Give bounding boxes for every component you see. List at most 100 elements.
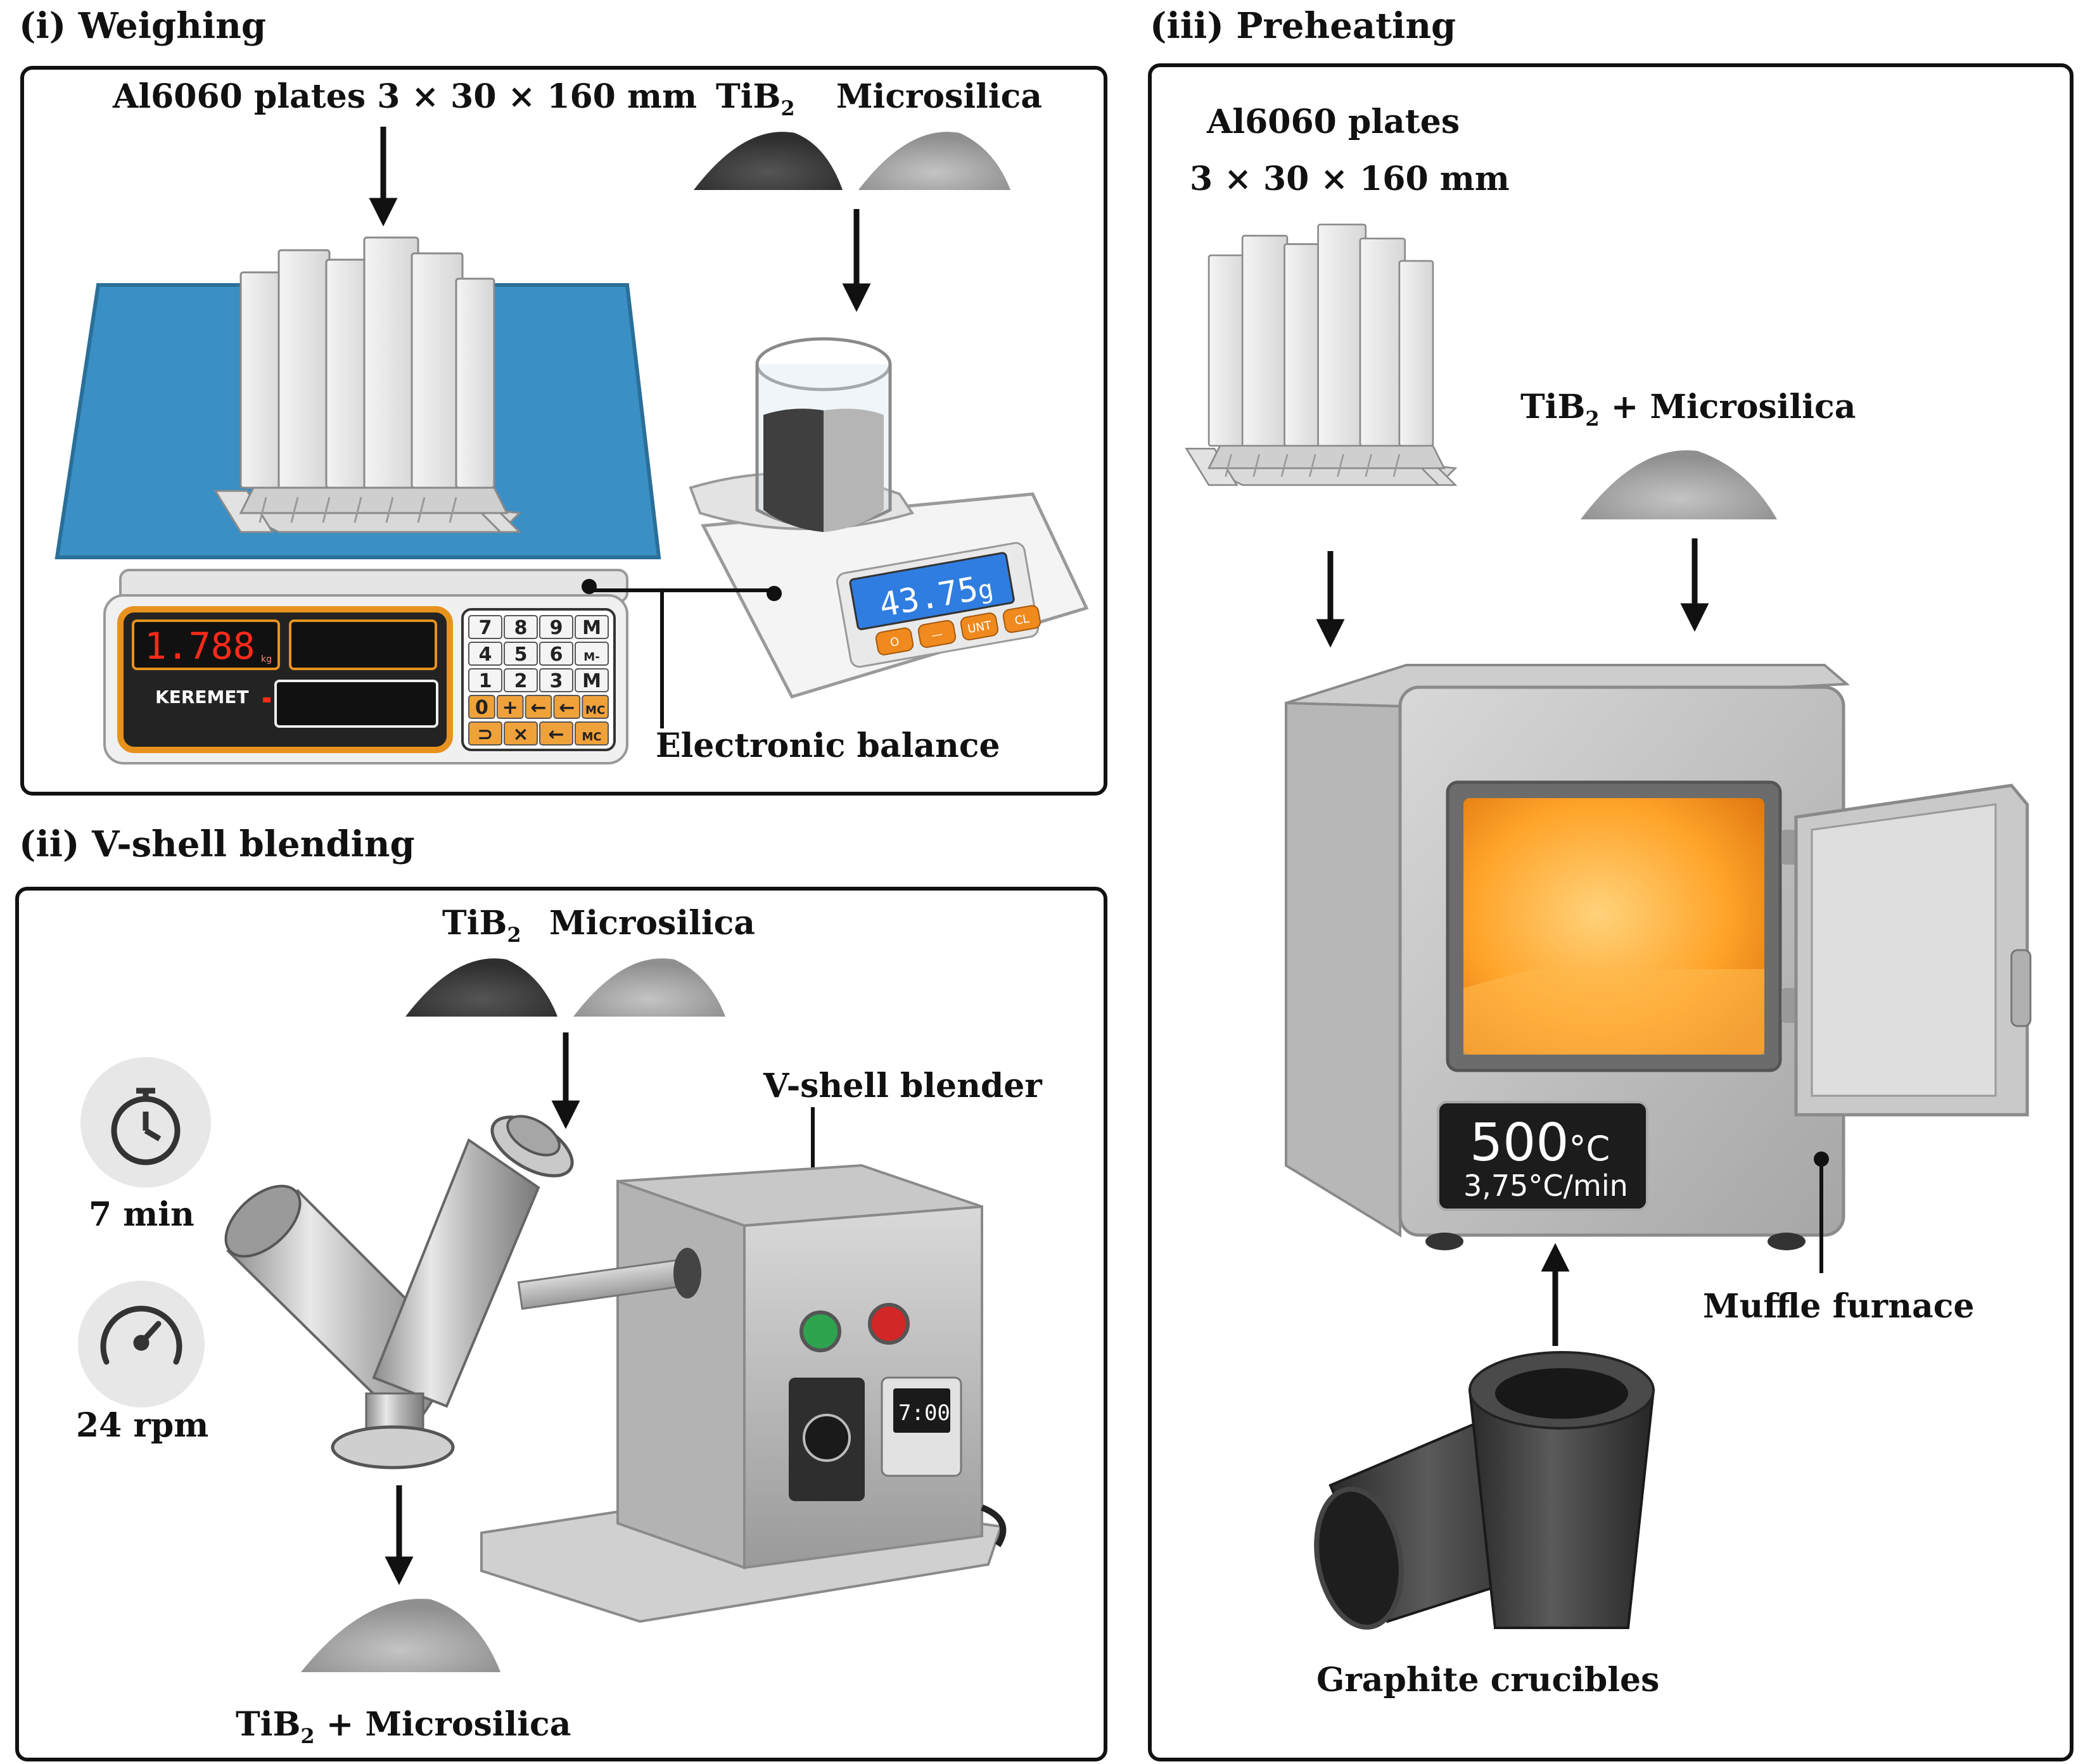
keypad-key[interactable] [539, 721, 573, 746]
panel-blending-title: (ii) V-shell blending [19, 823, 415, 865]
weighing-powder-b-label: Microsilica [836, 77, 1042, 116]
furnace-foot-left [1425, 1233, 1463, 1250]
keypad-key-label: × [513, 723, 528, 746]
keypad-key[interactable] [468, 615, 502, 639]
keypad-key[interactable] [539, 668, 573, 692]
scale-red-indicator [263, 697, 271, 702]
lab-balance-button[interactable] [875, 627, 914, 656]
panel-weighing-frame [20, 66, 1107, 796]
weighing-powder-a-label: TiB2 [716, 77, 795, 120]
furnace-heating-rate: 3,75°C/min [1463, 1169, 1628, 1203]
keypad-key-label: ← [530, 697, 546, 719]
keypad-key-label: ← [559, 697, 575, 719]
preheating-plates-line2: 3 × 30 × 160 mm [1190, 160, 1510, 198]
keypad-key[interactable] [468, 642, 502, 666]
furnace-door-inner [1811, 803, 1997, 1097]
keypad-key[interactable] [504, 642, 538, 666]
shaft-collar [673, 1248, 701, 1298]
keypad-key[interactable] [468, 695, 495, 719]
blender-start-button[interactable] [799, 1310, 841, 1352]
keypad-key-label: 0 [475, 697, 488, 719]
keypad-key[interactable] [496, 695, 524, 719]
keypad-key-label: 3 [550, 670, 563, 692]
keypad-key[interactable] [468, 721, 502, 746]
preheating-plate-stack [1185, 223, 1456, 486]
beaker-microsilica-fill [824, 409, 884, 532]
blender-housing-side [616, 1179, 746, 1570]
keypad-key-label: 7 [479, 617, 492, 639]
keypad-key-label: 9 [550, 617, 563, 639]
weighing-plates-label: Al6060 plates 3 × 30 × 160 mm [112, 77, 697, 116]
v-shell-blender-label: V-shell blender [763, 1067, 1042, 1105]
furnace-hinge-bottom [1781, 988, 1798, 1023]
weighing-plate-stack [214, 236, 521, 533]
keypad-key[interactable] [575, 642, 609, 666]
blender-timer-screen [893, 1388, 950, 1433]
blending-tib2-powder-pile [405, 958, 557, 1017]
keypad-key-label: 8 [514, 617, 528, 639]
furnace-hinge-top [1781, 830, 1798, 865]
scale-led-value: 1.788 [144, 625, 255, 668]
keypad-key[interactable] [468, 668, 502, 692]
v-shell-right-arm [372, 1138, 540, 1408]
lab-balance-lcd [849, 552, 1015, 630]
keypad-key[interactable] [504, 721, 538, 746]
keypad-key[interactable] [504, 615, 538, 639]
blended-powder-pile [301, 1599, 500, 1672]
preheating-powder-label: TiB2 + Microsilica [1520, 388, 1856, 431]
blender-timer-display: 7:00 [898, 1400, 950, 1426]
furnace-side [1285, 701, 1401, 1238]
furnace-door-handle[interactable] [2010, 949, 2032, 1027]
keypad-key-label: 2 [514, 670, 528, 692]
weighing-microsilica-powder-pile [858, 132, 1010, 190]
blending-powder-b-label: Microsilica [549, 904, 755, 942]
scale-led-unit: kg [261, 654, 272, 664]
graphite-crucible-front-opening [1495, 1368, 1628, 1419]
scale-lower-display [274, 680, 438, 728]
keypad-key[interactable] [504, 668, 538, 692]
keypad-key[interactable] [539, 615, 573, 639]
keypad-key-label: 5 [514, 644, 528, 666]
graphite-crucible-back-mouth [1314, 1487, 1404, 1630]
keypad-key-label: 6 [550, 644, 563, 666]
keypad-key-label: M [582, 670, 601, 692]
v-shell-left-opening [224, 1184, 302, 1258]
panel-weighing-title: (i) Weighing [19, 5, 266, 47]
blender-speed-dial[interactable] [803, 1414, 851, 1462]
blending-microsilica-powder-pile [573, 958, 725, 1017]
keypad-key-label: ⊃ [477, 723, 493, 746]
keypad-key-label: MC [582, 730, 601, 744]
panel-blending-frame [15, 887, 1107, 1761]
electronic-balance-label: Electronic balance [656, 727, 1000, 765]
lab-balance-button-label: O [889, 635, 900, 650]
furnace-chamber-floor [1463, 969, 1764, 1055]
keypad-key[interactable] [575, 615, 609, 639]
weighing-tib2-powder-pile [694, 132, 843, 190]
lab-balance-button[interactable] [1002, 605, 1042, 633]
keypad-key-label: ← [548, 723, 564, 746]
beaker-tib2-fill [763, 409, 824, 532]
v-shell-inlet-cap [506, 1115, 561, 1157]
keypad-key-label: + [502, 697, 518, 719]
keypad-key[interactable] [575, 668, 609, 692]
keypad-key[interactable] [575, 721, 609, 746]
blending-powder-a-label: TiB2 [442, 904, 521, 947]
keypad-key-label: M- [583, 650, 599, 664]
scale-aux-display [289, 619, 437, 670]
keypad-key[interactable] [553, 695, 581, 719]
blended-output-label: TiB2 + Microsilica [236, 1705, 571, 1748]
keypad-key-label: M [582, 617, 601, 639]
lab-balance-button[interactable] [917, 619, 957, 648]
blender-stop-button[interactable] [868, 1303, 910, 1345]
keypad-key[interactable] [539, 642, 573, 666]
panel-preheating-title: (iii) Preheating [1150, 5, 1456, 47]
v-shell-outlet-flange [331, 1425, 455, 1469]
keypad-key[interactable] [525, 695, 552, 719]
lab-balance-button[interactable] [960, 612, 999, 641]
blender-power-cable [981, 1504, 1007, 1547]
keypad-key[interactable] [582, 695, 609, 719]
preheating-powder-pile [1581, 450, 1777, 519]
preheating-plates-line1: Al6060 plates [1206, 103, 1460, 141]
